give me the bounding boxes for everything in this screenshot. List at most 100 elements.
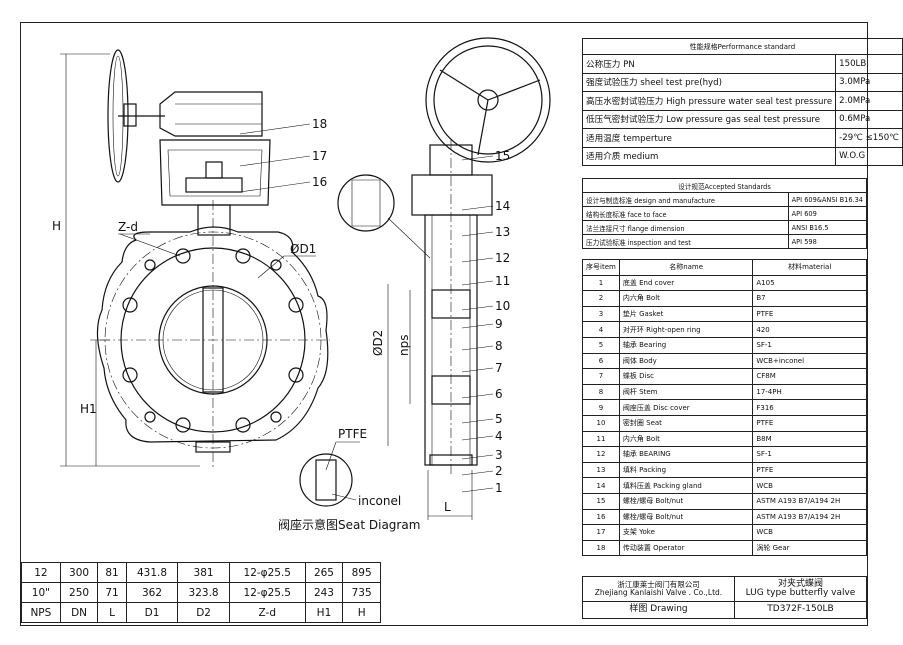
callout-leader <box>461 155 494 161</box>
drawing-label: 样图 Drawing <box>582 601 735 619</box>
parts-cell: 11 <box>582 430 620 448</box>
front-view: H H1 Z-d ØD1 <box>52 49 330 470</box>
parts-cell: 16 <box>582 508 620 526</box>
parts-cell: 17-4PH <box>752 383 867 401</box>
parts-cell: 螺栓/螺母 Bolt/nut <box>618 492 754 510</box>
parts-header-name: 名称name <box>618 259 754 276</box>
parts-cell: 6 <box>582 352 620 370</box>
callout-leader <box>461 454 494 460</box>
drawing-number: TD372F-150LB <box>733 601 868 619</box>
parts-cell: 5 <box>582 336 620 354</box>
callout-11: 11 <box>495 274 510 288</box>
dim-zd: Z-d <box>118 220 138 234</box>
callout-leader <box>461 323 494 329</box>
parts-cell: 18 <box>582 539 620 557</box>
performance-cell: 强度试验压力 sheel test pre(hyd) <box>581 72 837 92</box>
dimensions-header-cell: D1 <box>125 602 179 623</box>
parts-cell: PTFE <box>752 414 867 432</box>
dim-L: L <box>444 500 451 514</box>
callout-2: 2 <box>495 464 503 478</box>
parts-cell: WCB+inconel <box>752 352 867 370</box>
dimensions-cell: 250 <box>59 582 99 603</box>
callout-15: 15 <box>495 149 510 163</box>
dim-H: H <box>52 219 61 233</box>
accepted-cell: 压力试验标准 inspection and test <box>582 234 789 249</box>
performance-cell: 0.6MPa <box>835 109 903 129</box>
parts-cell: 内六角 Bolt <box>618 290 754 307</box>
dim-D2: ØD2 <box>371 330 385 356</box>
parts-cell: 密封圈 Seat <box>618 414 754 432</box>
performance-row: 高压水密封试验压力 High pressure water seal test … <box>581 91 903 111</box>
performance-cell: 适用介质 medium <box>581 146 837 166</box>
dimensions-cell: 895 <box>342 562 381 583</box>
performance-cell: 150LB <box>835 54 903 74</box>
accepted-cell: API 609 <box>787 206 868 221</box>
dimensions-header-cell: DN <box>59 602 99 623</box>
callout-16: 16 <box>312 175 327 189</box>
accepted-title: 设计规范Accepted Standards <box>582 178 867 193</box>
dimensions-header-cell: Z-d <box>228 602 306 623</box>
performance-cell: -29℃ ≤150℃ <box>835 128 903 148</box>
parts-cell: ASTM A193 B7/A194 2H <box>752 492 867 510</box>
accepted-cell: ANSI B16.5 <box>787 220 868 235</box>
dimensions-header-cell: D2 <box>177 602 230 623</box>
parts-cell: WCB <box>752 477 867 494</box>
dimensions-cell: 362 <box>125 582 179 603</box>
parts-cell: A105 <box>752 274 867 292</box>
callout-leader <box>239 123 311 135</box>
parts-cell: 传动装置 Operator <box>618 539 754 557</box>
dimensions-cell: 300 <box>59 562 99 583</box>
callout-17: 17 <box>312 149 327 163</box>
callout-9: 9 <box>495 317 503 331</box>
callout-6: 6 <box>495 387 503 401</box>
parts-header-item: 序号item <box>582 259 620 276</box>
parts-cell: PTFE <box>752 305 867 323</box>
accepted-cell: API 598 <box>787 234 868 249</box>
label-inconel: inconel <box>358 494 401 508</box>
parts-cell: 涡轮 Gear <box>752 539 867 557</box>
dimensions-cell: 12-φ25.5 <box>228 562 306 583</box>
parts-cell: F316 <box>752 399 867 416</box>
parts-cell: 底盖 End cover <box>618 274 754 292</box>
dimensions-cell: 10" <box>21 582 61 603</box>
parts-cell: 4 <box>582 321 620 338</box>
parts-header-material: 材料material <box>752 259 867 276</box>
parts-cell: 14 <box>582 477 620 494</box>
product-en: LUG type butterfly valve <box>745 588 856 598</box>
performance-row: 适用温度 temperture-29℃ ≤150℃ <box>581 128 903 148</box>
parts-cell: 8 <box>582 383 620 401</box>
parts-cell: 轴承 BEARING <box>618 446 754 463</box>
callout-leader <box>461 231 494 237</box>
callout-leader <box>461 435 494 441</box>
dimensions-cell: 243 <box>304 582 344 603</box>
dimensions-cell: 265 <box>304 562 344 583</box>
dim-H1: H1 <box>80 402 97 416</box>
callout-leader <box>461 470 494 476</box>
callout-leader <box>461 393 494 399</box>
callout-leader <box>461 305 494 311</box>
company-cn: 浙江康莱士阀门有限公司 <box>617 580 700 590</box>
parts-cell: 17 <box>582 524 620 541</box>
parts-cell: 内六角 Bolt <box>618 430 754 448</box>
callout-10: 10 <box>495 299 510 313</box>
parts-cell: 15 <box>582 492 620 510</box>
callout-7: 7 <box>495 361 503 375</box>
parts-cell: 垫片 Gasket <box>618 305 754 323</box>
accepted-cell: API 609&ANSI B16.34 <box>787 192 868 207</box>
callout-leader <box>461 418 494 424</box>
callout-12: 12 <box>495 251 510 265</box>
performance-cell: 2.0MPa <box>835 91 903 111</box>
dimensions-header-cell: NPS <box>21 602 61 623</box>
